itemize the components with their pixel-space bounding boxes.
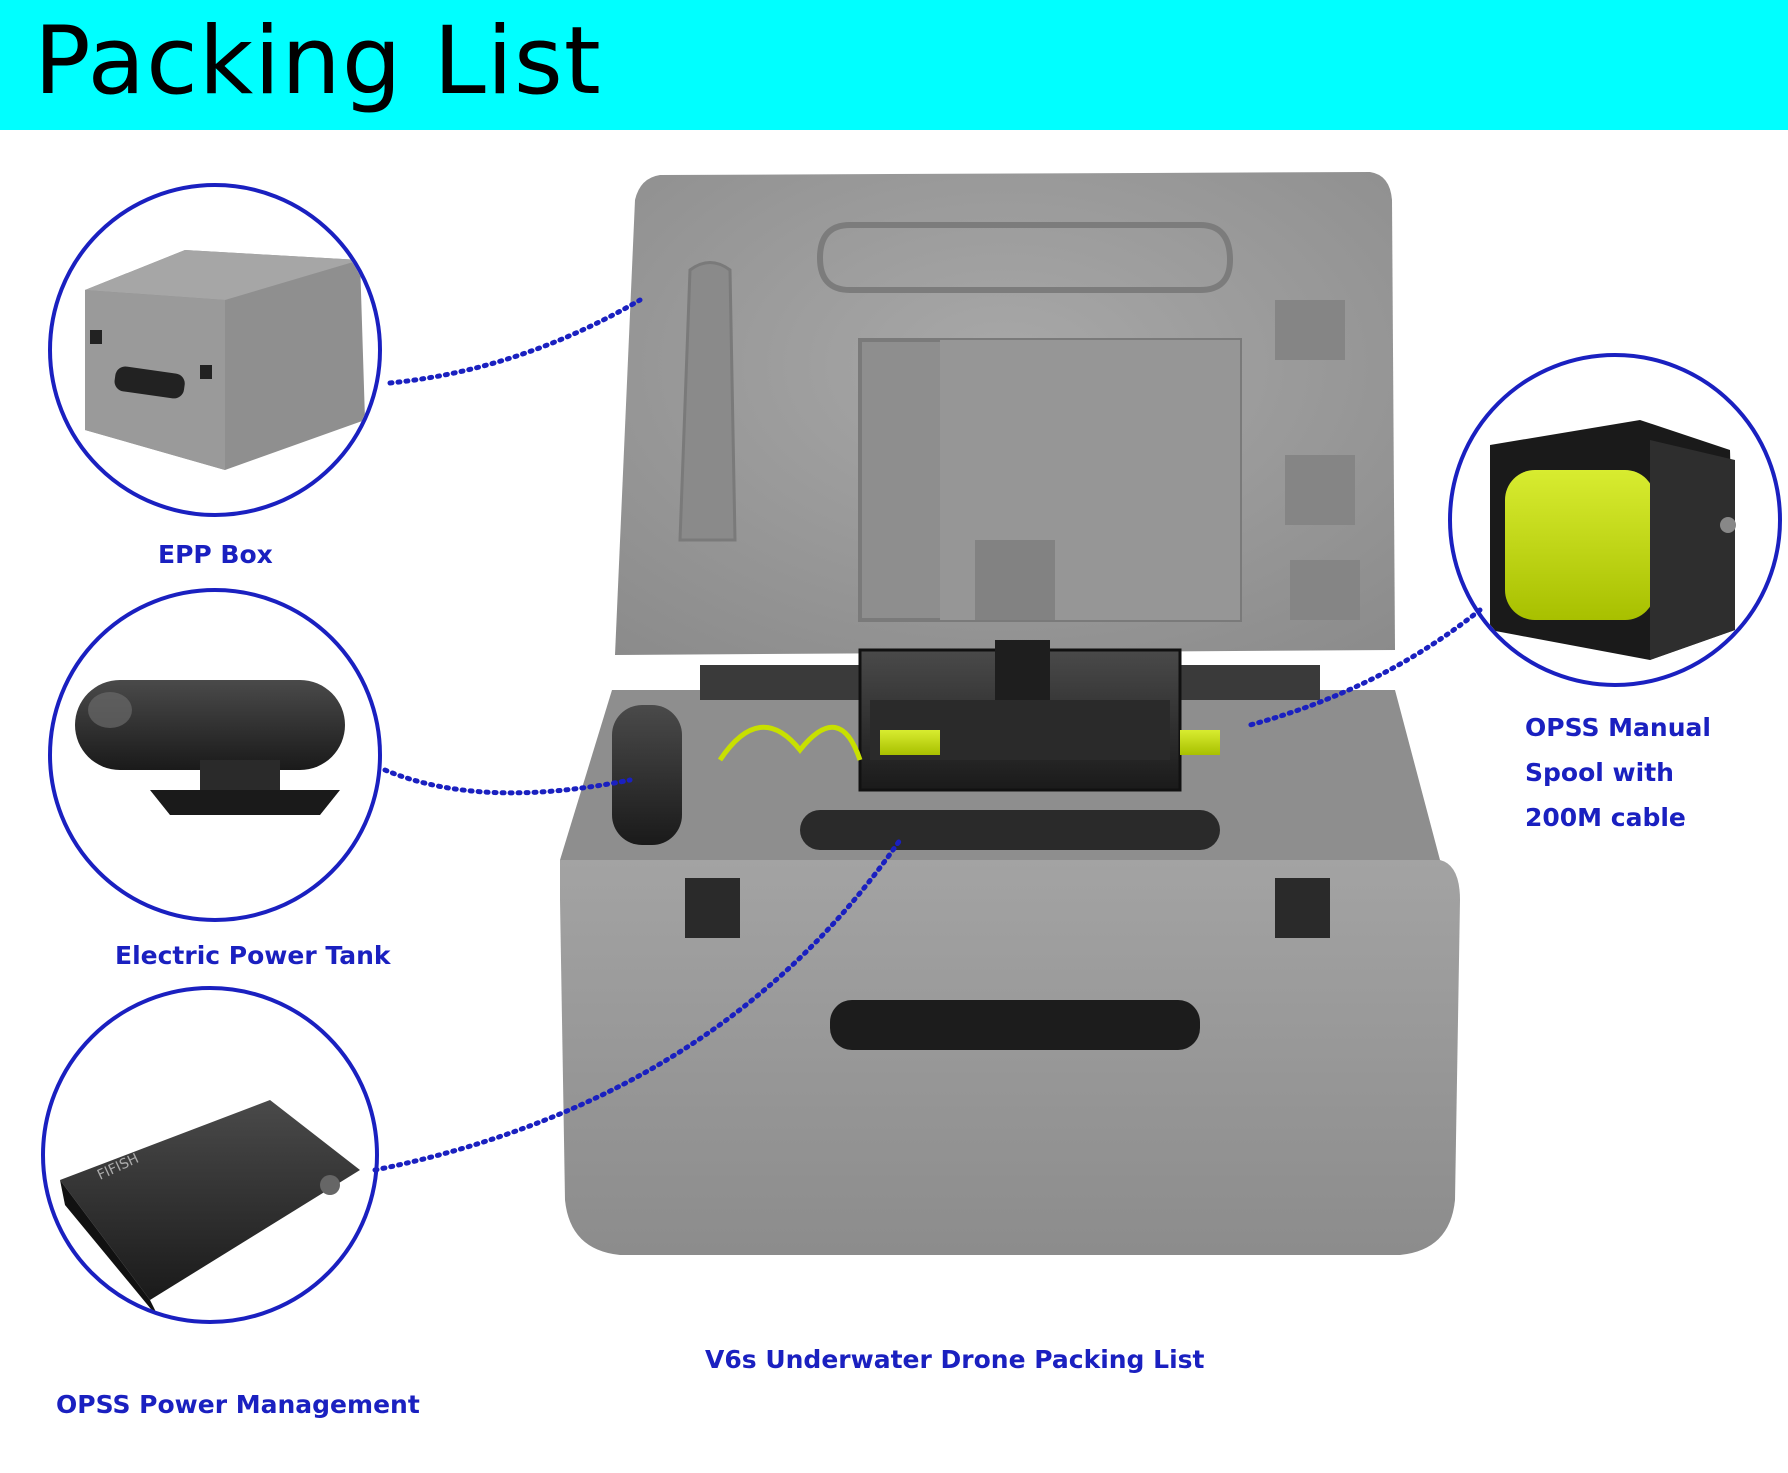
connector-lines xyxy=(372,297,1483,1173)
label-power-tank: Electric Power Tank xyxy=(115,941,391,970)
power-tank-icon xyxy=(75,680,345,815)
label-spool-line1: OPSS Manual xyxy=(1525,713,1711,742)
label-epp-box: EPP Box xyxy=(158,540,273,569)
spool-icon xyxy=(1490,420,1736,660)
label-spool-line3: 200M cable xyxy=(1525,803,1686,832)
caption: V6s Underwater Drone Packing List xyxy=(705,1345,1205,1374)
label-spool-line2: Spool with xyxy=(1525,758,1674,787)
page-title: Packing List xyxy=(34,7,602,116)
header-banner: Packing List xyxy=(0,0,1788,130)
label-power-management: OPSS Power Management xyxy=(56,1390,420,1419)
power-management-icon: FIFISH xyxy=(60,1100,360,1320)
epp-box-icon xyxy=(85,250,365,470)
drone-case-icon xyxy=(560,172,1460,1255)
